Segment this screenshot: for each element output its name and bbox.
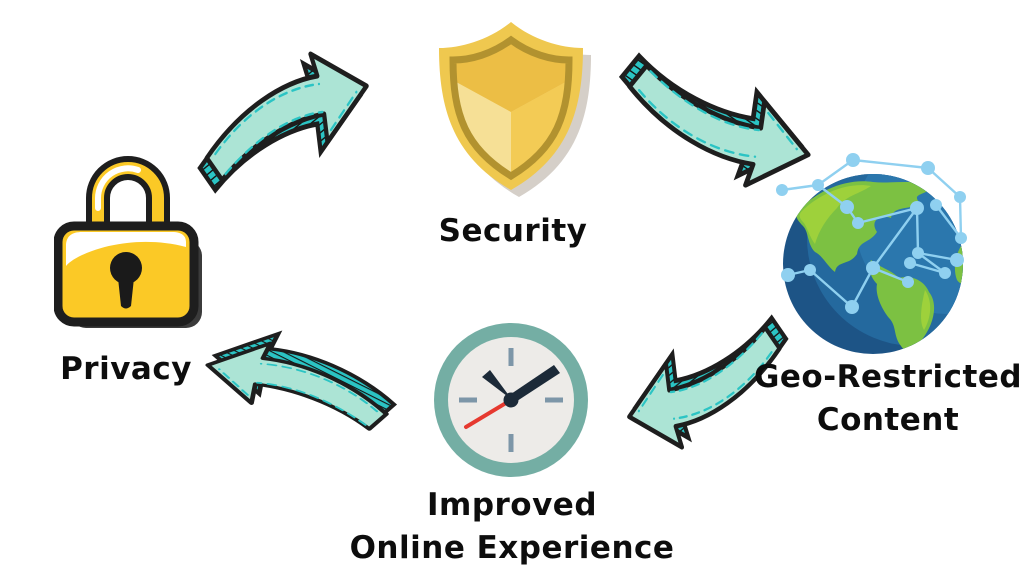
security-label: Security bbox=[438, 213, 588, 249]
padlock-icon bbox=[54, 156, 202, 328]
clock-icon bbox=[434, 323, 588, 477]
globe-network-icon bbox=[776, 153, 967, 354]
arrow-improved-to-privacy bbox=[208, 334, 394, 429]
shield-icon bbox=[439, 22, 591, 197]
arrow-privacy-to-security bbox=[200, 54, 367, 190]
network-lines bbox=[780, 158, 963, 309]
arrow-security-to-geo bbox=[622, 56, 808, 185]
improved-online-experience-label: Improved Online Experience bbox=[349, 487, 675, 566]
geo-restricted-content-label: Geo-Restricted Content bbox=[753, 359, 1023, 438]
network-nodes bbox=[776, 153, 967, 314]
privacy-label: Privacy bbox=[60, 351, 192, 387]
arrow-geo-to-improved bbox=[629, 318, 786, 447]
